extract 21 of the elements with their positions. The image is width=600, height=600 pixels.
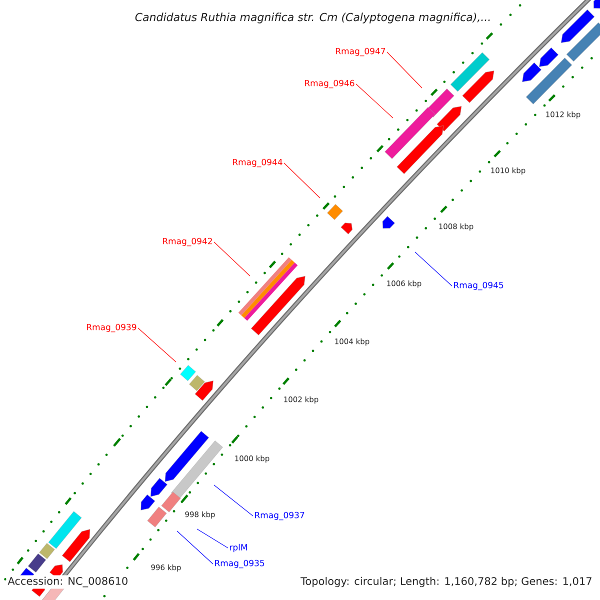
leader-line: [356, 84, 394, 118]
leader-line: [386, 52, 422, 88]
gene-label: Rmag_0946: [304, 80, 354, 88]
leader-line: [214, 484, 254, 516]
gene-label: Rmag_0942: [162, 238, 212, 246]
leader-line: [414, 252, 452, 286]
info-text: Topology: circular; Length: 1,160,782 bp; Genes: 1,017: [299, 575, 594, 589]
gene-label: rplM: [230, 544, 247, 552]
leader-line: [214, 242, 250, 276]
gene-label: Rmag_0939: [86, 324, 136, 332]
gene-label: Rmag_0935: [215, 560, 264, 568]
leader-line: [196, 528, 228, 548]
leader-line: [284, 162, 320, 198]
leader-line: [176, 530, 214, 564]
gene-label: Rmag_0944: [232, 158, 282, 168]
gene-label: Rmag_0937: [255, 512, 304, 520]
gene-label: Rmag_0945: [454, 282, 504, 290]
leader-line: [138, 328, 176, 362]
gene-label: Rmag_0947: [336, 48, 386, 56]
title: Candidatus Ruthia magnifica str. Cm (Calyptogena magnifica),...: [135, 12, 490, 24]
info-text: Accession: NC_008610: [6, 575, 130, 589]
